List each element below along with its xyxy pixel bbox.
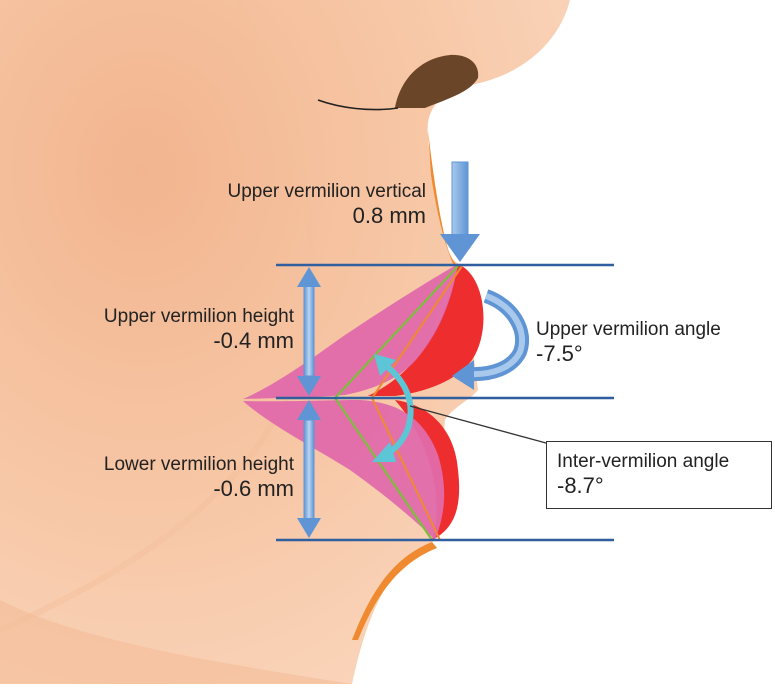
upper-vertical-name: Upper vermilion vertical xyxy=(227,182,426,201)
upper-height-name: Upper vermilion height xyxy=(104,307,294,326)
upper-height-label: Upper vermilion height -0.4 mm xyxy=(104,307,294,352)
inter-angle-name: Inter-vermilion angle xyxy=(557,452,729,471)
inter-angle-value: -8.7° xyxy=(557,475,729,497)
upper-angle-label: Upper vermilion angle -7.5° xyxy=(536,320,721,365)
lower-height-label: Lower vermilion height -0.6 mm xyxy=(104,455,294,500)
inter-angle-label: Inter-vermilion angle -8.7° xyxy=(557,452,729,497)
upper-vertical-label: Upper vermilion vertical 0.8 mm xyxy=(227,182,426,227)
lower-height-value: -0.6 mm xyxy=(104,478,294,500)
upper-angle-value: -7.5° xyxy=(536,343,721,365)
upper-vertical-value: 0.8 mm xyxy=(227,205,426,227)
upper-height-value: -0.4 mm xyxy=(104,330,294,352)
upper-angle-name: Upper vermilion angle xyxy=(536,320,721,339)
lower-height-name: Lower vermilion height xyxy=(104,455,294,474)
